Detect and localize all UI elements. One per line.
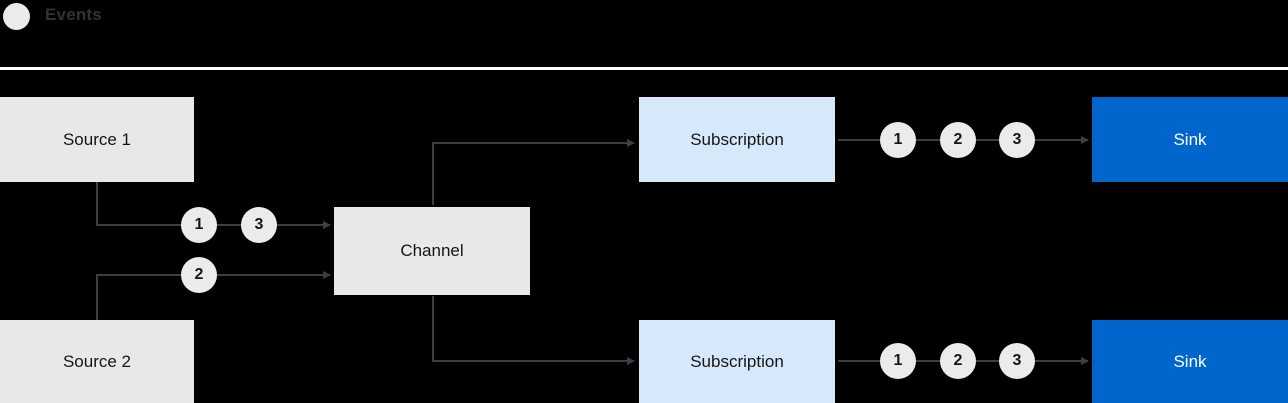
node-source-2[interactable]: Source 2 xyxy=(0,320,194,403)
event-badge: 2 xyxy=(181,257,217,293)
event-badge: 1 xyxy=(880,122,916,158)
event-badge: 2 xyxy=(940,343,976,379)
node-source-2-label: Source 2 xyxy=(62,351,132,371)
node-source-1-label: Source 1 xyxy=(62,129,132,149)
legend-label: Events xyxy=(45,5,102,24)
event-badge: 1 xyxy=(181,207,217,243)
event-badge-label: 2 xyxy=(953,131,963,148)
event-badge-label: 2 xyxy=(953,352,963,369)
node-source-1[interactable]: Source 1 xyxy=(0,97,194,182)
event-badge-label: 2 xyxy=(194,266,204,283)
node-subscription-top-label: Subscription xyxy=(690,129,784,149)
node-sink-bottom-label: Sink xyxy=(1173,351,1207,371)
node-subscription-top[interactable]: Subscription xyxy=(639,97,835,182)
node-sink-top[interactable]: Sink xyxy=(1092,97,1288,182)
event-badge-label: 3 xyxy=(1012,352,1022,369)
node-channel-label: Channel xyxy=(400,241,464,260)
event-badge: 3 xyxy=(241,207,277,243)
node-channel[interactable]: Channel xyxy=(334,207,530,295)
event-badge-label: 3 xyxy=(254,216,264,233)
node-subscription-bottom-label: Subscription xyxy=(690,351,784,371)
event-badge: 3 xyxy=(999,122,1035,158)
node-sink-top-label: Sink xyxy=(1173,129,1207,149)
event-badge-label: 1 xyxy=(893,352,903,369)
event-badge-label: 1 xyxy=(893,131,903,148)
event-badge-label: 1 xyxy=(194,216,204,233)
circle-icon xyxy=(3,3,30,30)
event-badge: 2 xyxy=(940,122,976,158)
node-sink-bottom[interactable]: Sink xyxy=(1092,320,1288,403)
event-badge: 1 xyxy=(880,343,916,379)
event-badge: 3 xyxy=(999,343,1035,379)
event-badge-label: 3 xyxy=(1012,131,1022,148)
node-subscription-bottom[interactable]: Subscription xyxy=(639,320,835,403)
horizontal-divider xyxy=(0,67,1288,70)
